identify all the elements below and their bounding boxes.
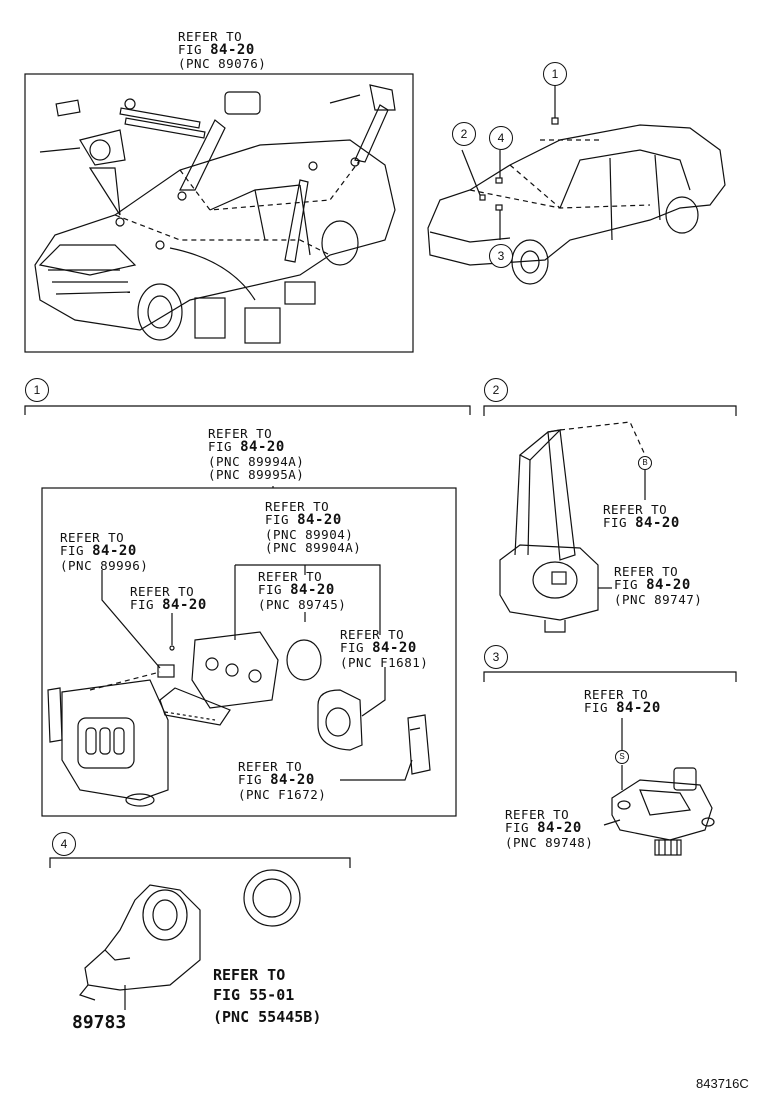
- s4-fig: FIG 55-01: [213, 986, 295, 1004]
- overview-refer-to: REFER TO: [178, 29, 243, 44]
- section2-bracket: [483, 405, 737, 416]
- section1-bracket: [24, 405, 471, 415]
- section1-frame: [41, 487, 457, 817]
- s1-89745-ref: REFER TO: [258, 569, 323, 584]
- s2-89747-fig: FIG 84-20: [614, 577, 691, 593]
- overview-car-illustration: [34, 84, 396, 344]
- s2-top-ref: REFER TO: [603, 502, 668, 517]
- section2-number: 2: [484, 378, 508, 402]
- callout-3: 3: [489, 244, 513, 268]
- figure-code: 843716C: [696, 1076, 749, 1091]
- s1-89904-ref: REFER TO: [265, 499, 330, 514]
- overview-fig: FIG 84-20: [178, 42, 255, 58]
- s1-89904-pnc1: (PNC 89904): [265, 527, 354, 542]
- s1-main-ref: REFER TO: [208, 426, 273, 441]
- s2-top-fig: FIG 84-20: [603, 515, 680, 531]
- section3-number: 3: [484, 645, 508, 669]
- s3-89748-fig: FIG 84-20: [505, 820, 582, 836]
- s3-top-fig: FIG 84-20: [584, 700, 661, 716]
- section4-number: 4: [52, 832, 76, 856]
- s3-89748-pnc: (PNC 89748): [505, 835, 594, 850]
- part-number-89783: 89783: [72, 1012, 127, 1033]
- s3-89748-ref: REFER TO: [505, 807, 570, 822]
- s1-89904-fig: FIG 84-20: [265, 512, 342, 528]
- section3-marker-s: S: [615, 750, 629, 764]
- s1-F1672-ref: REFER TO: [238, 759, 303, 774]
- s2-89747-pnc: (PNC 89747): [614, 592, 703, 607]
- s1-fig-fig: FIG 84-20: [130, 597, 207, 613]
- section1-number: 1: [25, 378, 49, 402]
- s1-89904-pnc2: (PNC 89904A): [265, 540, 362, 555]
- section2-marker-b: B: [638, 456, 652, 470]
- s4-refer-to: REFER TO: [213, 966, 286, 984]
- locator-car-illustration: [427, 85, 726, 285]
- s1-main-fig: FIG 84-20: [208, 439, 285, 455]
- callout-4: 4: [489, 126, 513, 150]
- overview-pnc: (PNC 89076): [178, 56, 267, 71]
- callout-1: 1: [543, 62, 567, 86]
- s1-89996-ref: REFER TO: [60, 530, 125, 545]
- s1-89745-pnc: (PNC 89745): [258, 597, 347, 612]
- s1-main-pnc2: (PNC 89995A): [208, 467, 305, 482]
- s1-main-pnc1: (PNC 89994A): [208, 454, 305, 469]
- section2-parts: [499, 421, 646, 633]
- section3-bracket: [483, 671, 737, 682]
- s1-F1681-fig: FIG 84-20: [340, 640, 417, 656]
- s1-fig-ref: REFER TO: [130, 584, 195, 599]
- s1-89745-fig: FIG 84-20: [258, 582, 335, 598]
- s1-F1681-ref: REFER TO: [340, 627, 405, 642]
- s1-F1681-pnc: (PNC F1681): [340, 655, 429, 670]
- s1-89996-pnc: (PNC 89996): [60, 558, 149, 573]
- s1-F1672-pnc: (PNC F1672): [238, 787, 327, 802]
- s2-89747-ref: REFER TO: [614, 564, 679, 579]
- section1-parts: [47, 486, 431, 807]
- section3-parts: [603, 718, 715, 856]
- overview-frame: [24, 73, 414, 353]
- callout-2: 2: [452, 122, 476, 146]
- section4-parts: [78, 869, 301, 1010]
- s3-top-ref: REFER TO: [584, 687, 649, 702]
- s4-pnc: (PNC 55445B): [213, 1008, 322, 1026]
- section4-bracket: [49, 857, 351, 868]
- s1-F1672-fig: FIG 84-20: [238, 772, 315, 788]
- s1-89996-fig: FIG 84-20: [60, 543, 137, 559]
